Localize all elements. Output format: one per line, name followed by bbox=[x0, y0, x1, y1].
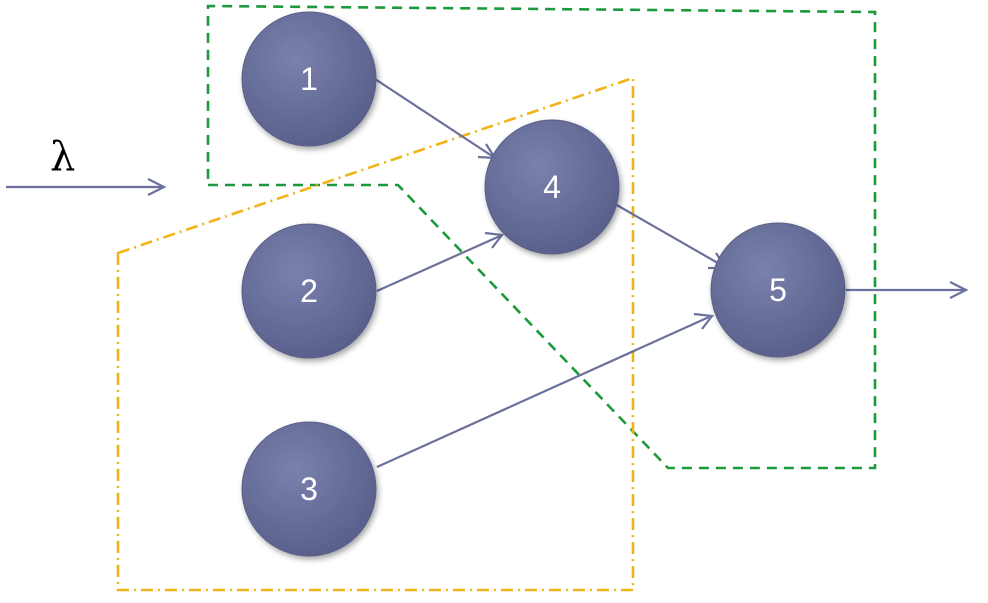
node-label: 1 bbox=[300, 61, 318, 97]
node-label: 2 bbox=[300, 273, 318, 309]
node-label: 5 bbox=[769, 272, 787, 308]
edge-4-to-5 bbox=[614, 203, 729, 270]
green-dashed-region bbox=[206, 4, 877, 470]
input-arrow bbox=[6, 178, 167, 196]
node-3: 3 bbox=[241, 421, 377, 557]
node-2: 2 bbox=[241, 223, 377, 359]
node-label: 4 bbox=[543, 169, 561, 205]
node-4: 4 bbox=[484, 119, 620, 255]
node-label: 3 bbox=[300, 471, 318, 507]
node-1: 1 bbox=[241, 11, 377, 147]
edge-3-to-5 bbox=[376, 312, 715, 469]
edge-2-to-4 bbox=[376, 231, 505, 293]
node-5: 5 bbox=[710, 222, 846, 358]
lambda-label: λ bbox=[50, 134, 75, 180]
output-arrow bbox=[846, 281, 969, 299]
edge-1-to-4 bbox=[374, 78, 498, 160]
